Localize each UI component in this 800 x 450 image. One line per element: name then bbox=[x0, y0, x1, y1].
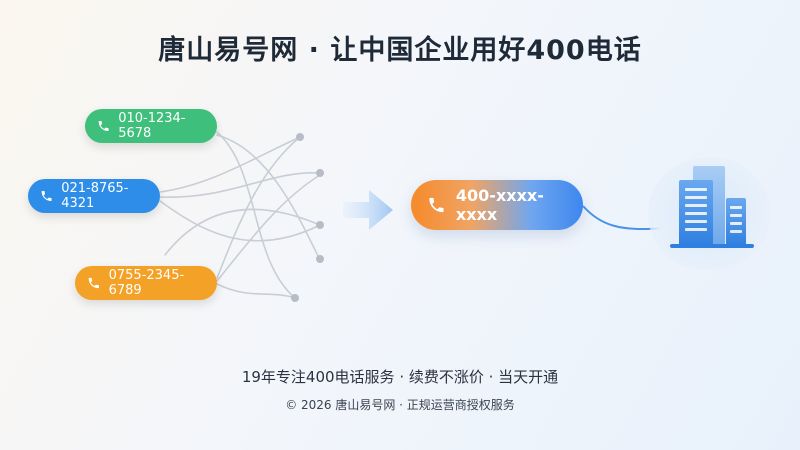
phone-icon bbox=[88, 277, 99, 289]
curve-line bbox=[216, 134, 321, 261]
office-building-icon bbox=[670, 166, 754, 248]
curve-line bbox=[216, 283, 296, 299]
source-number-text: 0755-2345-6789 bbox=[108, 268, 185, 298]
target-number-text: 400-xxxx-xxxx bbox=[455, 186, 544, 224]
source-number-pill: 021-8765-4321 bbox=[28, 179, 160, 213]
node-dot bbox=[296, 133, 304, 141]
source-number-text: 010-1234-5678 bbox=[118, 111, 186, 141]
page-title: 唐山易号网 · 让中国企业用好400电话 bbox=[158, 35, 642, 66]
curve-line bbox=[159, 200, 321, 242]
arrow-right-icon bbox=[343, 190, 393, 230]
curve-line bbox=[164, 208, 321, 256]
curve-line bbox=[159, 136, 301, 193]
curve-line bbox=[216, 131, 296, 299]
copyright: © 2026 唐山易号网 · 正规运营商授权服务 bbox=[285, 398, 515, 412]
node-dot bbox=[316, 169, 324, 177]
source-number-text: 021-8765-4321 bbox=[61, 181, 129, 211]
curve-line bbox=[216, 174, 321, 282]
source-number-pill: 0755-2345-6789 bbox=[75, 266, 217, 300]
phone-icon bbox=[98, 121, 109, 131]
node-dot bbox=[316, 255, 324, 263]
node-dot bbox=[316, 221, 324, 229]
node-dot bbox=[291, 294, 299, 302]
source-number-pill: 010-1234-5678 bbox=[85, 109, 217, 143]
phone-icon bbox=[429, 197, 444, 213]
tagline: 19年专注400电话服务 · 续费不涨价 · 当天开通 bbox=[241, 368, 559, 386]
target-400-number-pill: 400-xxxx-xxxx bbox=[411, 180, 583, 230]
curve-line bbox=[159, 172, 321, 198]
curve-line bbox=[216, 136, 301, 279]
phone-icon bbox=[41, 191, 52, 201]
